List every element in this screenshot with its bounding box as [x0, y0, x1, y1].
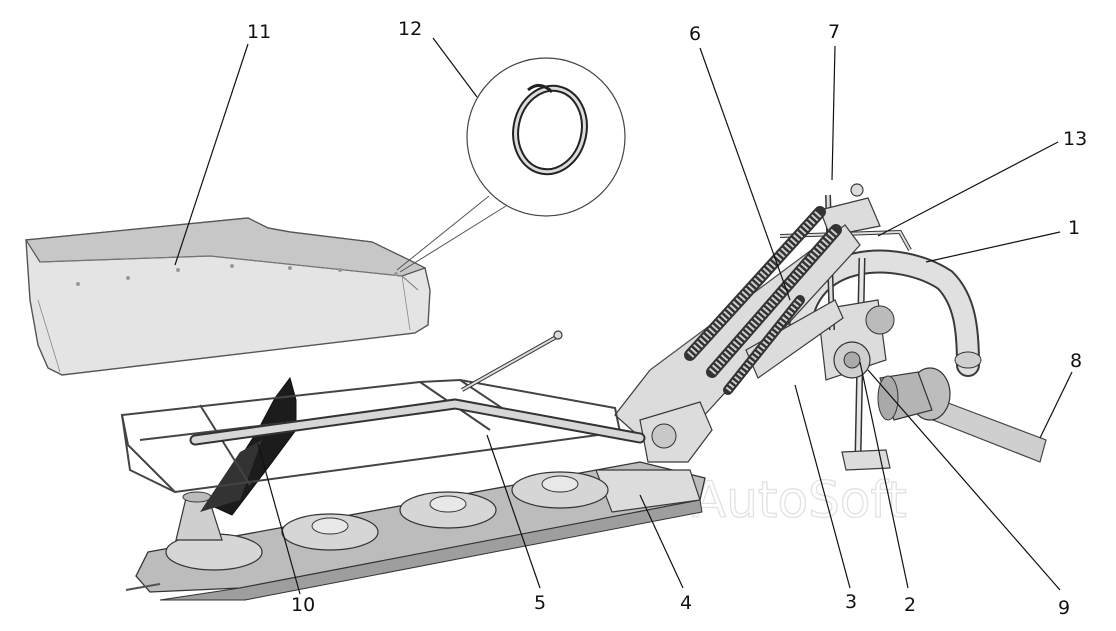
callout-2: 2 — [904, 594, 916, 616]
pto-shaft — [877, 367, 1047, 463]
hitch-frame — [779, 183, 982, 471]
boom-arm — [614, 206, 861, 463]
cutting-discs — [165, 471, 609, 571]
callout-1: 1 — [1068, 217, 1080, 239]
callout-7: 7 — [828, 21, 840, 43]
watermark: AutoSoft — [692, 471, 907, 529]
callout-6: 6 — [689, 23, 701, 45]
callout-3: 3 — [845, 591, 857, 613]
cutter-bar — [125, 461, 706, 601]
callout-4: 4 — [680, 592, 692, 614]
callout-11: 11 — [247, 21, 271, 43]
leader-lines — [174, 37, 1073, 595]
callout-labels: 1 2 3 4 5 6 7 8 9 10 11 12 13 — [247, 18, 1087, 619]
swath-board — [200, 376, 297, 516]
protective-cover — [24, 217, 431, 376]
callout-5: 5 — [534, 592, 546, 614]
callout-10: 10 — [291, 594, 315, 616]
tension-springs — [684, 206, 842, 395]
callout-13: 13 — [1063, 128, 1087, 150]
guard-frame — [120, 330, 646, 494]
callout-8: 8 — [1070, 350, 1082, 372]
callout-9: 9 — [1058, 597, 1070, 619]
ring-detail-bubble — [396, 57, 626, 273]
callout-12: 12 — [398, 18, 422, 40]
